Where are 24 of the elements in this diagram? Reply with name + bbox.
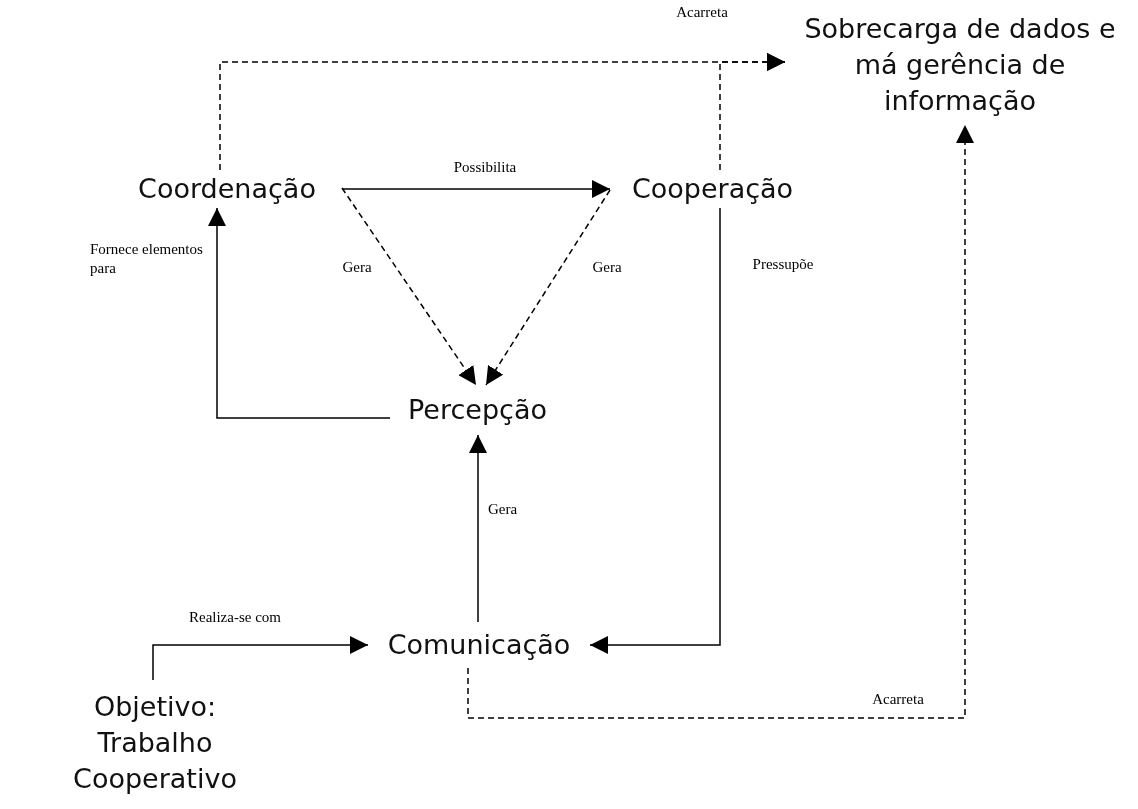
edge-label: Gera <box>488 500 519 519</box>
arrow <box>341 180 611 198</box>
edge-label: Acarreta <box>871 690 925 709</box>
edge-label: Pressupõe <box>751 255 815 274</box>
arrow <box>589 207 721 654</box>
edge-label: Possibilita <box>452 158 518 177</box>
edge-label: Gera <box>591 258 623 277</box>
node-label: Objetivo: Trabalho Cooperativo <box>72 690 238 796</box>
node-label: Sobrecarga de dados e má gerência de informação <box>803 12 1117 118</box>
node-label: Cooperação <box>631 172 794 206</box>
arrow <box>152 636 369 681</box>
node-label: Comunicação <box>387 628 571 662</box>
arrow <box>469 434 487 623</box>
edge-label: Realiza-se com <box>187 608 282 627</box>
edge-label: Gera <box>341 258 373 277</box>
arrow <box>485 189 611 386</box>
edge-label: Fornece elementos para <box>90 240 204 278</box>
edge-label: Acarreta <box>675 3 729 22</box>
arrow <box>208 207 391 419</box>
node-label: Coordenação <box>138 172 316 206</box>
arrow <box>467 124 974 719</box>
node-label: Percepção <box>408 393 547 427</box>
arrow <box>719 53 786 171</box>
arrow <box>341 187 477 386</box>
